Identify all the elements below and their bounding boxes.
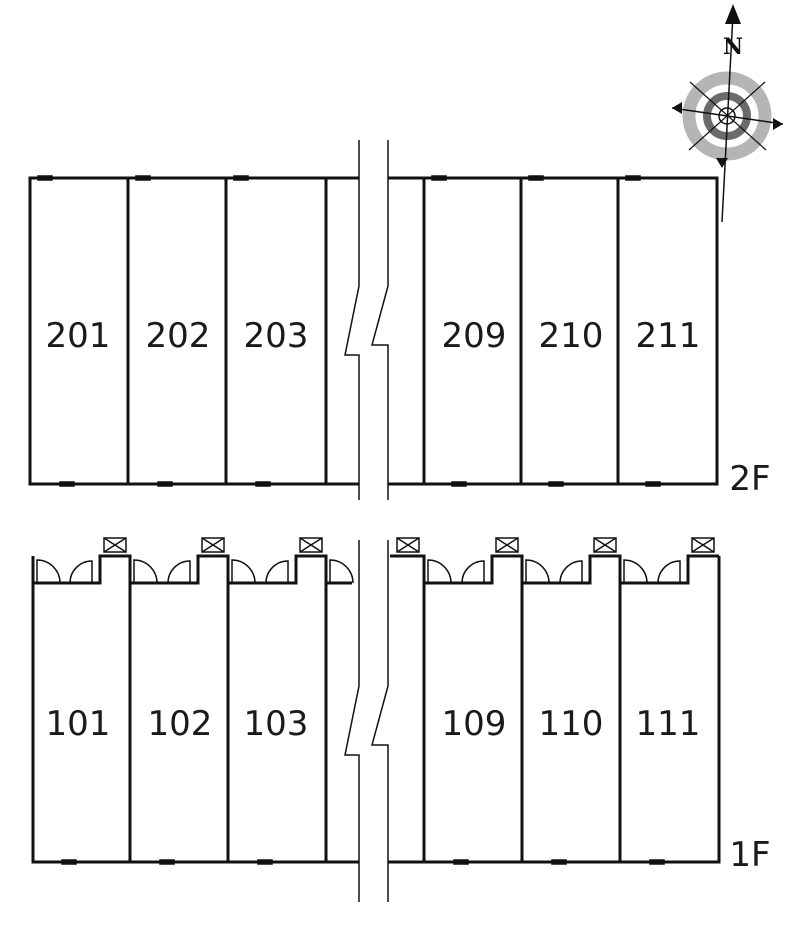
unit-label-102: 102	[148, 704, 213, 744]
unit-label-110: 110	[539, 704, 604, 744]
unit-label-202: 202	[146, 316, 211, 356]
compass-rose-icon	[671, 4, 784, 223]
unit-label-109: 109	[442, 704, 507, 744]
north-arrow-icon	[725, 4, 741, 24]
meter-box-icons	[103, 537, 715, 553]
floor-label-2f: 2F	[729, 459, 770, 499]
unit-label-209: 209	[442, 316, 507, 356]
door-swing-icons	[36, 559, 681, 584]
floor-1f-plan	[31, 537, 721, 902]
unit-label-203: 203	[244, 316, 309, 356]
unit-label-101: 101	[46, 704, 111, 744]
unit-label-103: 103	[244, 704, 309, 744]
unit-label-210: 210	[539, 316, 604, 356]
unit-label-201: 201	[46, 316, 111, 356]
floor-2f-plan	[28, 140, 719, 500]
floor-label-1f: 1F	[729, 835, 770, 875]
unit-label-211: 211	[636, 316, 701, 356]
unit-label-111: 111	[636, 704, 701, 744]
north-label: N	[723, 34, 743, 60]
